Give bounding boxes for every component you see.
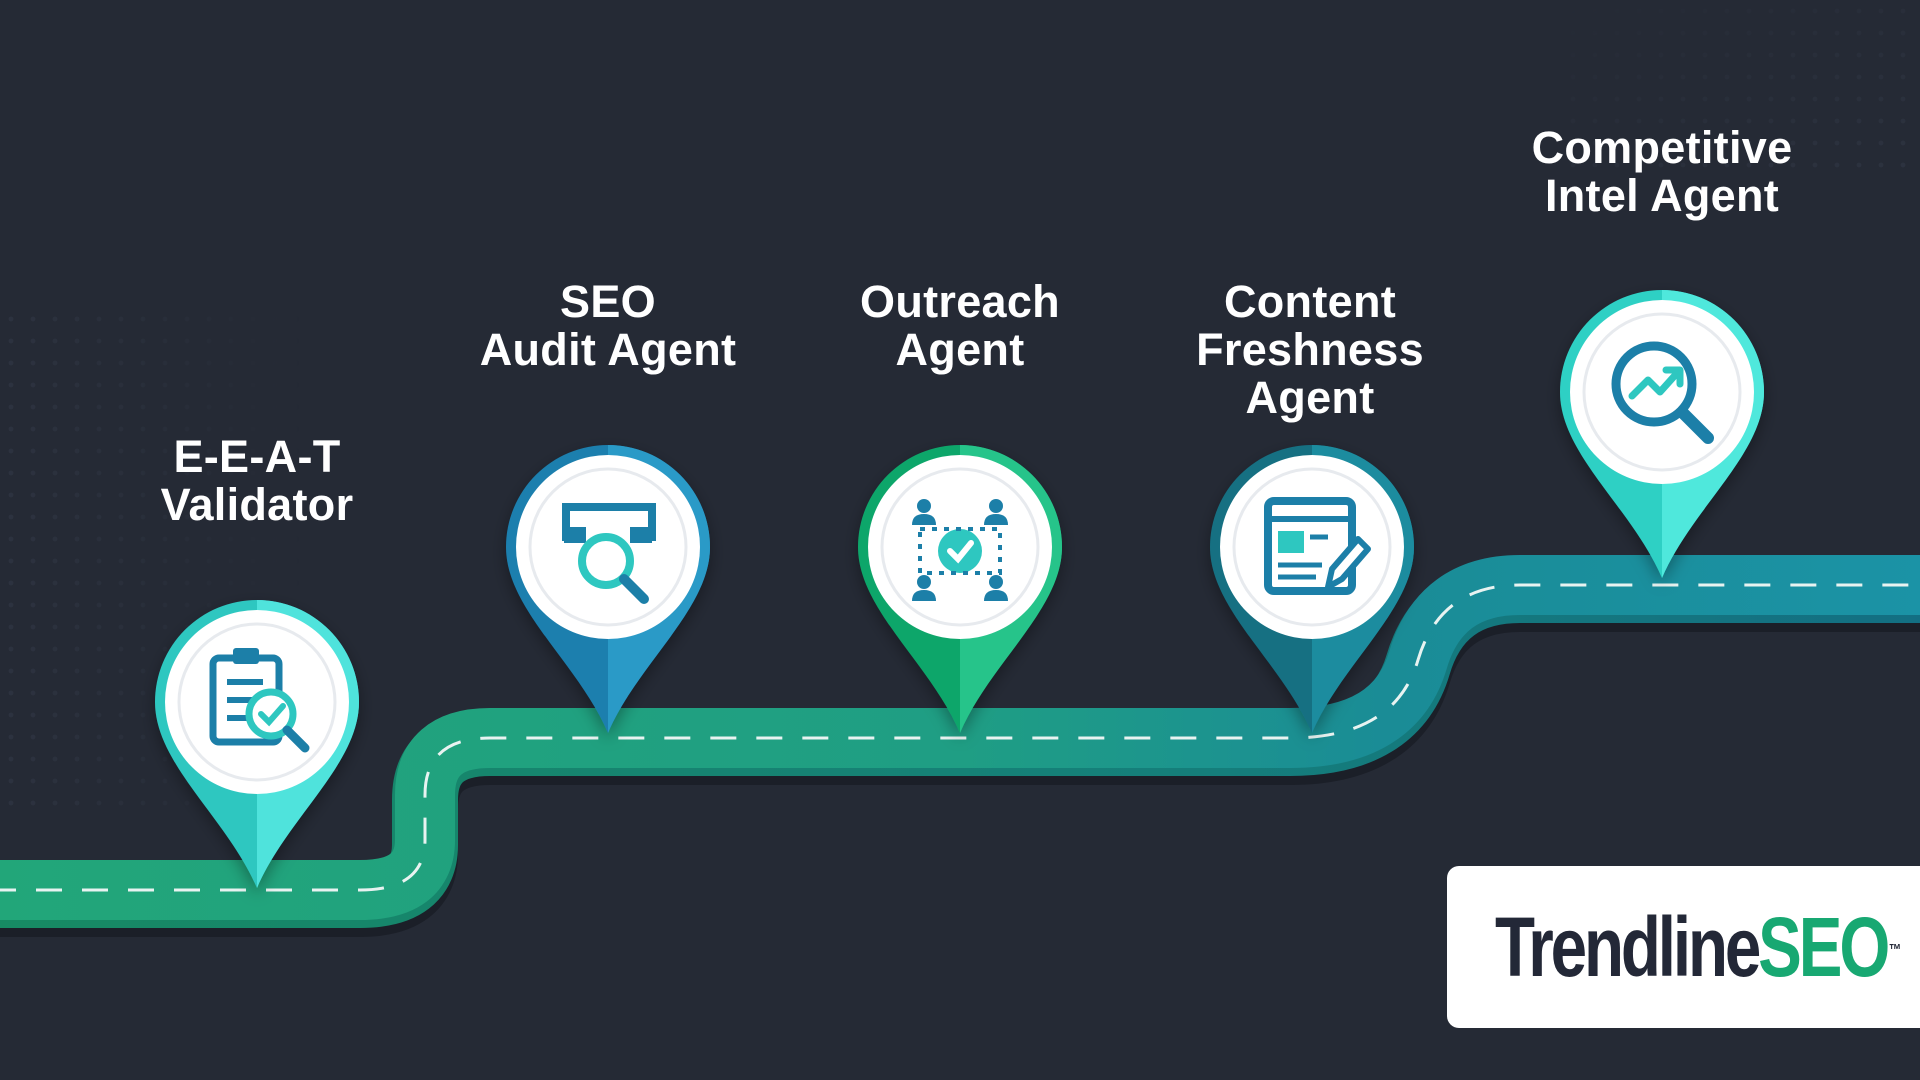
pin-face-ring: [1232, 467, 1392, 627]
pin-outreach: [858, 445, 1062, 733]
pin-face-ring: [528, 467, 688, 627]
milestone-label-seo-audit: SEO Audit Agent: [480, 278, 737, 374]
brand-trademark: ™: [1888, 942, 1902, 959]
milestone-label-line: Agent: [895, 324, 1025, 375]
road-lane-markings: [0, 583, 1920, 892]
milestone-label-line: Content: [1223, 276, 1397, 327]
milestone-label-line: SEO: [560, 276, 656, 327]
pin-face-ring: [880, 467, 1040, 627]
search-audit-icon: [562, 503, 656, 604]
dot-pattern-top-right: [1560, 0, 1920, 170]
pin-content-freshness: [1210, 445, 1414, 733]
clipboard-check-icon: [209, 648, 310, 753]
team-network-icon: [912, 499, 1008, 601]
pin-face-ring: [177, 622, 337, 782]
milestone-label-line: Outreach: [860, 276, 1060, 327]
milestone-label-line: E-E-A-T: [173, 431, 341, 482]
milestone-label-line: Freshness: [1196, 324, 1424, 375]
brand-logo-card: TrendlineSEO™: [1447, 866, 1920, 1028]
pin-eeat: [155, 600, 359, 888]
milestone-label-competitive-intel: Competitive Intel Agent: [1532, 124, 1793, 220]
pin-face-ring: [1582, 312, 1742, 472]
milestone-label-outreach: Outreach Agent: [860, 278, 1060, 374]
milestone-label-content-freshness: Content Freshness Agent: [1196, 278, 1424, 422]
pin-seo-audit: [506, 445, 710, 733]
pin-face: [1220, 455, 1404, 639]
milestone-label-line: Competitive: [1531, 122, 1793, 173]
trend-magnifier-icon: [1611, 341, 1714, 444]
road: [0, 555, 1920, 937]
milestone-label-line: Audit Agent: [479, 324, 737, 375]
milestone-label-line: Validator: [160, 479, 354, 530]
brand-logo: TrendlineSEO™: [1495, 904, 1901, 990]
pin-competitive-intel: [1560, 290, 1764, 578]
brand-accent: SEO: [1758, 900, 1890, 994]
milestone-label-line: Agent: [1245, 372, 1375, 423]
milestone-label-eeat: E-E-A-T Validator: [161, 433, 354, 529]
brand-name: Trendline: [1495, 900, 1761, 994]
milestone-label-line: Intel Agent: [1544, 170, 1780, 221]
document-edit-icon: [1264, 497, 1371, 595]
milestone-pins: [155, 290, 1764, 888]
